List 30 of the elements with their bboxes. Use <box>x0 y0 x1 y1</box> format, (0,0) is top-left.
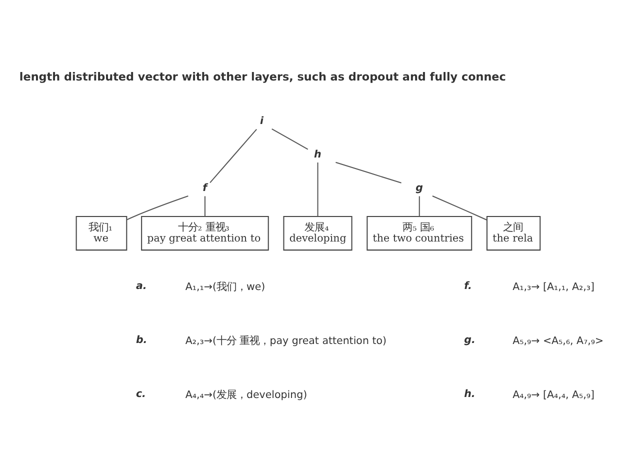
node-text: h <box>314 148 322 161</box>
label: h. <box>464 388 476 400</box>
label: A₂,₃→(十分 重视，pay great attention to) <box>185 335 386 348</box>
connector <box>210 128 257 184</box>
connector <box>272 128 308 150</box>
node-box: 发展₄ developing <box>283 216 352 251</box>
connector <box>418 196 420 216</box>
node-box: 之间 the rela <box>486 216 541 251</box>
label: A₁,₃→ [A₁,₁, A₂,₃] <box>512 280 594 293</box>
node-box: 两₅ 国₆ the two countries <box>366 216 472 251</box>
label: length distributed vector with other layers, such as dropout and fully connec <box>19 70 506 84</box>
node-text: i <box>260 115 264 128</box>
label: A₅,₉→ <A₅,₆, A₇,₉> <box>512 335 604 348</box>
label: A₄,₄→(发展，developing) <box>185 389 308 402</box>
label: b. <box>136 334 148 346</box>
label: f. <box>464 280 472 292</box>
label: g. <box>464 334 476 346</box>
label: A₁,₁→(我们，we) <box>185 280 266 293</box>
node-box: 我们₁ we <box>76 216 128 251</box>
label: c. <box>136 388 146 400</box>
label: A₄,₉→ [A₄,₄, A₅,₉] <box>512 389 594 402</box>
connector <box>317 162 318 216</box>
node-text: f <box>202 182 208 194</box>
connector <box>204 196 206 216</box>
connector <box>126 196 188 220</box>
node-box: 十分₂ 重视₃ pay great attention to <box>141 216 269 251</box>
node-text: g <box>416 182 424 194</box>
connector <box>336 162 402 184</box>
connector <box>432 196 488 220</box>
label: a. <box>136 280 147 292</box>
